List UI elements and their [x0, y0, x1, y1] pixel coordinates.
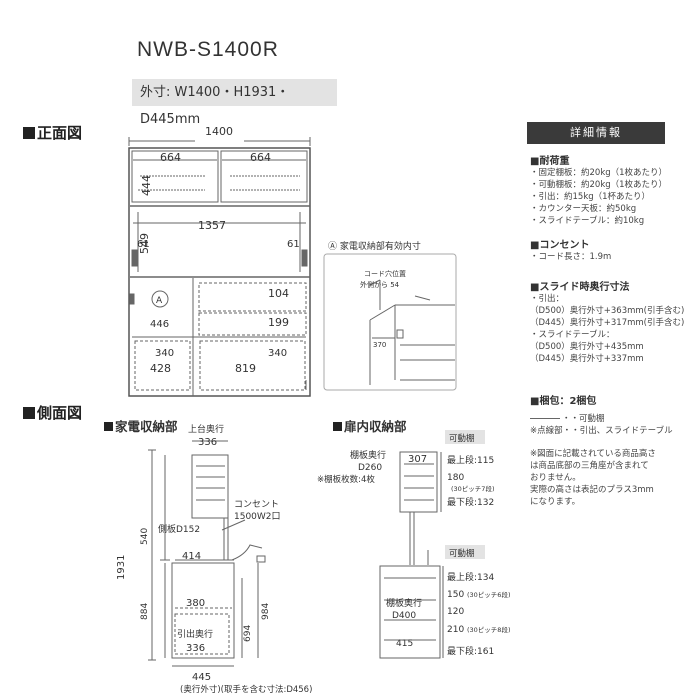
- marker-a: A: [156, 296, 163, 306]
- dim-side-right: 61: [287, 239, 300, 250]
- dim-drawer-top: 104: [268, 287, 289, 300]
- spec-load-item: ・引出：約15kg（1杯あたり）: [530, 192, 651, 202]
- shelf-depth-value: D260: [358, 463, 382, 473]
- dim-drawer-mid: 199: [268, 316, 289, 329]
- mid-120: 120: [447, 607, 464, 617]
- spec-pack-section: ■梱包：2梱包 ・・可動棚 ※点線部・・引出、スライドテーブル: [530, 392, 673, 437]
- pitch-2-value: 150: [447, 590, 464, 600]
- top-step-2: 最上段:134: [447, 571, 494, 583]
- spec-note: ※図面に記載されている商品高さ: [530, 449, 656, 459]
- spec-legend-dash: ※点線部・・引出、スライドテーブル: [530, 426, 673, 436]
- line-legend-icon: [530, 418, 560, 419]
- door-section-title: 扉内収納部: [333, 416, 407, 435]
- dim-lower-left: 446: [150, 319, 169, 330]
- dim-counter-depth: 414: [182, 551, 201, 562]
- spec-slide-section: ■スライド時奥行寸法 ・引出： （D500）奥行外寸+363mm(引手含む) （…: [530, 278, 684, 365]
- spec-note: は商品底部の三角座が含まれて: [530, 461, 649, 471]
- top-step-1: 最上段:115: [447, 454, 494, 466]
- outlet-label-1: コンセント: [234, 499, 279, 510]
- outlet-label-2: 1500W2口: [234, 512, 281, 522]
- spec-slide-item: （D445）奥行外寸+337mm: [530, 354, 644, 364]
- dim-side-left: 61: [137, 239, 150, 250]
- spec-slide-item: （D500）奥行外寸+435mm: [530, 342, 644, 352]
- side-view-title: 側面図: [23, 402, 82, 423]
- pitch-1-value: 180: [447, 473, 464, 483]
- bottom-step-1: 最下段:132: [447, 496, 494, 508]
- dim-base-left-w: 428: [150, 362, 171, 375]
- upper-depth-value: 336: [198, 437, 217, 448]
- pull-depth-label: 引出奥行: [177, 628, 213, 640]
- spec-slide-title: ■スライド時奥行寸法: [530, 282, 630, 293]
- dim-upper-right: 664: [250, 151, 271, 164]
- bottom-note: (奥行外寸)(取手を含む寸法:D456): [180, 684, 312, 695]
- dim-694: 694: [243, 625, 253, 642]
- movable-shelf-2: 可動棚: [449, 548, 475, 559]
- spec-slide-item: ・引出：: [530, 294, 565, 304]
- pitch-3-note: (30ピッチ8段): [467, 625, 510, 634]
- dim-984: 984: [261, 603, 271, 620]
- spec-note: 実際の高さは表記のプラス3mm: [530, 485, 654, 495]
- bottom-step-2: 最下段:161: [447, 645, 494, 657]
- dim-inner-width: 380: [186, 598, 205, 609]
- dim-middle-height: 549: [138, 233, 151, 254]
- spec-load-title: ■耐荷重: [530, 156, 570, 167]
- spec-slide-item: （D500）奥行外寸+363mm(引手含む): [530, 306, 685, 316]
- dim-upper-height: 444: [140, 175, 153, 196]
- dim-base-left-h: 340: [155, 348, 174, 359]
- spec-note: おりません。: [530, 473, 581, 483]
- model-title: NWB-S1400R: [137, 38, 279, 61]
- spec-load-item: ・スライドテーブル：約10kg: [530, 216, 645, 226]
- dim-base-right-w: 819: [235, 362, 256, 375]
- shelf-depth-label: 棚板奥行: [350, 449, 386, 461]
- dim-lower-height: 884: [140, 603, 150, 620]
- upper-depth-label: 上台奥行: [188, 423, 224, 435]
- shelf-count: ※棚板枚数:4枚: [317, 474, 375, 485]
- spec-notes: ※図面に記載されている商品高さ は商品底部の三角座が含まれて おりません。 実際…: [530, 448, 656, 508]
- pitch-1-note: (30ピッチ7段): [451, 484, 494, 493]
- dim-base-right-h: 340: [268, 348, 287, 359]
- spec-load-item: ・可動棚板：約20kg（1枚あたり）: [530, 180, 668, 190]
- outer-dims-box: 外寸: W1400・H1931・D445mm: [132, 79, 337, 127]
- shelf-2-depth-label: 棚板奥行: [386, 597, 422, 609]
- side-board-label: 側板D152: [158, 523, 200, 535]
- pitch-3-value: 210: [447, 625, 464, 635]
- spec-load-section: ■耐荷重 ・固定棚板：約20kg（1枚あたり） ・可動棚板：約20kg（1枚あた…: [530, 152, 667, 227]
- detail-outlet-note-1: コード穴位置: [364, 269, 406, 278]
- spec-pack-title: ■梱包：2梱包: [530, 396, 597, 407]
- movable-shelf-1: 可動棚: [449, 433, 475, 444]
- detail-depth: 370: [373, 341, 386, 349]
- door-bottom-width: 415: [396, 639, 413, 649]
- detail-outlet-note-2: 外側から 54: [360, 280, 400, 289]
- dim-middle-width: 1357: [198, 219, 226, 232]
- spec-load-item: ・固定棚板：約20kg（1枚あたり）: [530, 168, 668, 178]
- square-bullet-icon: [23, 407, 35, 419]
- dim-upper-left: 664: [160, 151, 181, 164]
- dim-540: 540: [140, 528, 150, 545]
- square-bullet-icon: [23, 127, 35, 139]
- spec-note: になります。: [530, 497, 581, 507]
- front-view-title: 正面図: [23, 122, 82, 143]
- dim-total-height: 1931: [116, 555, 127, 580]
- dim-bottom-depth: 445: [192, 672, 211, 683]
- spec-outlet-item: ・コード長さ：1.9m: [530, 252, 612, 262]
- spec-outlet-title: ■コンセント: [530, 240, 590, 251]
- spec-slide-item: （D445）奥行外寸+317mm(引手含む): [530, 318, 685, 328]
- appliance-section-title: 家電収納部: [104, 416, 178, 435]
- pull-depth-value: 336: [186, 643, 205, 654]
- door-inner-width: 307: [408, 454, 427, 465]
- dim-width-total: 1400: [205, 125, 233, 138]
- pitch-2-note: (30ピッチ6段): [467, 590, 510, 599]
- shelf-2-depth-value: D400: [392, 611, 416, 621]
- spec-load-item: ・カウンター天板：約50kg: [530, 204, 637, 214]
- spec-legend-line: ・・可動棚: [530, 413, 673, 425]
- spec-slide-item: ・スライドテーブル：: [530, 330, 615, 340]
- spec-panel-header: 詳細情報: [527, 122, 665, 144]
- spec-outlet-section: ■コンセント ・コード長さ：1.9m: [530, 236, 611, 263]
- detail-a-title: Ⓐ 家電収納部有効内寸: [328, 240, 421, 252]
